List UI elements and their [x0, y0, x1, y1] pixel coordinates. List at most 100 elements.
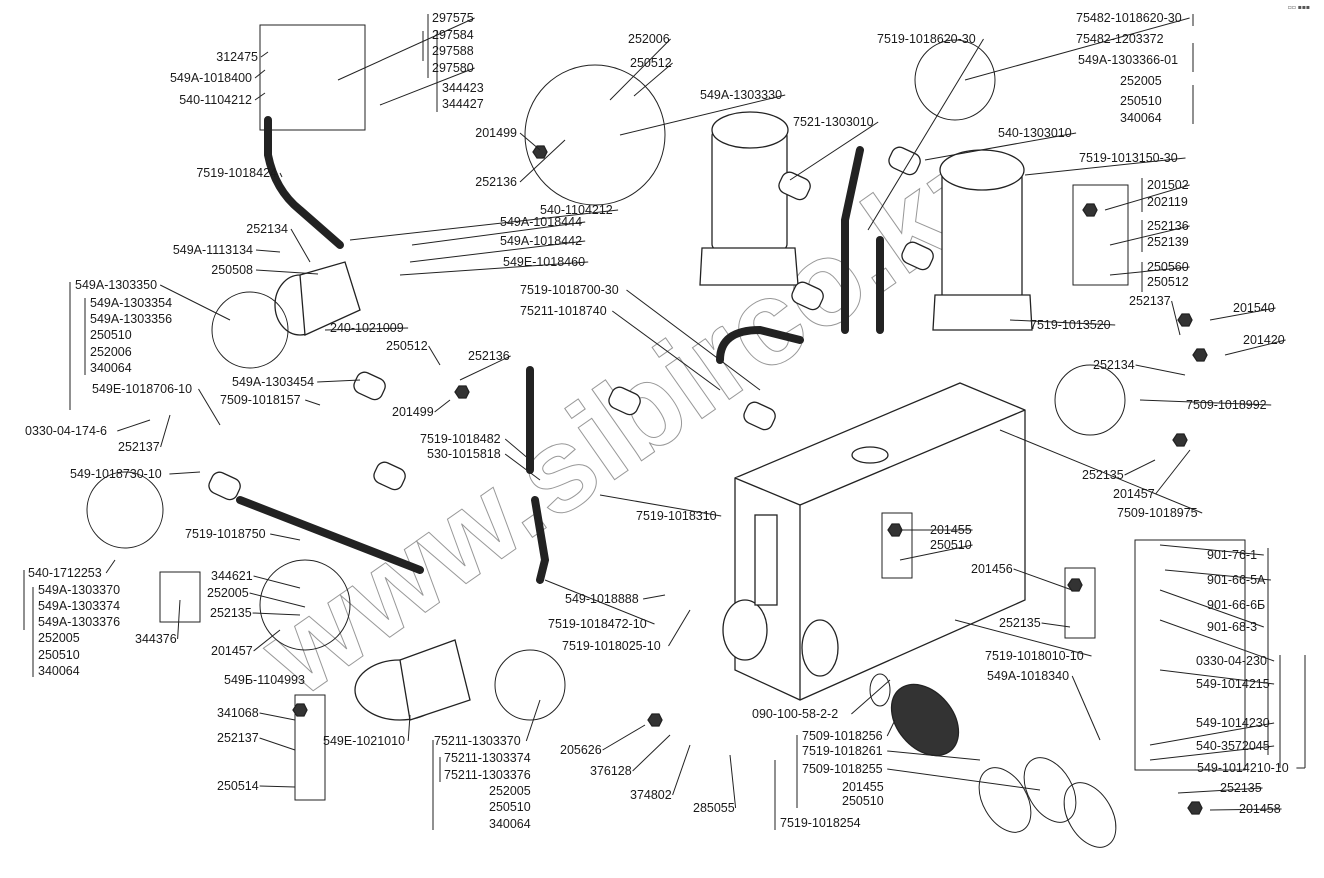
bent-pipe [716, 325, 804, 364]
part-label: 540-1104212 [179, 93, 252, 107]
leader-line [519, 132, 541, 151]
part-label: 549-1018888 [565, 592, 639, 606]
leader-line [924, 132, 1077, 161]
part-label: 312475 [216, 50, 258, 64]
part-label: 549A-1303370 [38, 583, 120, 597]
part-label: 252137 [118, 440, 160, 454]
part-labels: 312475549A-1018400540-11042127519-101842… [25, 11, 1289, 831]
leader-line [1009, 319, 1116, 326]
gasket-ring [1063, 782, 1117, 848]
part-label: 549A-1018340 [987, 669, 1069, 683]
part-label: 7509-1018992 [1186, 398, 1267, 412]
bolt-head [887, 523, 903, 537]
part-label: 549A-1303356 [90, 312, 172, 326]
part-label: 252135 [1082, 468, 1124, 482]
leader-line [379, 67, 475, 106]
long-pipe [236, 496, 424, 574]
part-label: 549E-1018460 [503, 255, 585, 269]
part-label: 549A-1303330 [700, 88, 782, 102]
part-label: 205626 [560, 743, 602, 757]
part-label: 7519-1018310 [636, 509, 717, 523]
leader-line [729, 754, 737, 809]
leader-line [1177, 787, 1263, 794]
part-label: 75482-1203372 [1076, 32, 1164, 46]
part-label: 540-1104212 [540, 203, 613, 217]
part-label: 7519-1018424 [196, 166, 277, 180]
leader-line [255, 249, 281, 253]
detail-callout-circle [211, 291, 289, 369]
parts-drawing [86, 24, 1246, 848]
part-label: 252135 [999, 616, 1041, 630]
part-label: 252006 [90, 345, 132, 359]
gasket-ring [978, 767, 1032, 833]
leader-line [160, 414, 171, 448]
motor-body [399, 639, 471, 721]
part-label: 7519-1018254 [780, 816, 861, 830]
part-label: 7519-1018620-30 [877, 32, 976, 46]
part-label: 549E-1018706-10 [92, 382, 192, 396]
outlet-pipe [841, 146, 864, 334]
leader-line [668, 609, 691, 647]
fuel-tank [734, 382, 1026, 701]
heater-cylinder-top [711, 111, 789, 149]
bolt-head [647, 713, 663, 727]
detail-callout-circle [914, 39, 996, 121]
part-label: 201502 [1147, 178, 1189, 192]
leader-line [428, 345, 441, 366]
part-label: 201455 [930, 523, 972, 537]
leader-line [964, 17, 1190, 81]
hardware-group-box [1134, 539, 1246, 771]
part-label: 549A-1018444 [500, 215, 582, 229]
leader-line [117, 419, 151, 432]
leader-line [851, 679, 891, 715]
gasket-ring [1023, 757, 1077, 823]
leader-line [619, 94, 786, 136]
part-label: 201457 [1113, 487, 1155, 501]
leader-lines [23, 14, 1306, 830]
part-label: 344427 [442, 97, 484, 111]
part-label: 250510 [930, 538, 972, 552]
filler-cap [851, 446, 889, 464]
leader-line [249, 592, 306, 608]
leader-line [270, 533, 301, 541]
leader-line [259, 712, 296, 721]
leader-line [599, 494, 722, 517]
leader-line [337, 17, 475, 81]
leader-line [459, 355, 511, 381]
hose-sleeve [791, 281, 824, 311]
detail-callout-circle [1054, 364, 1126, 436]
part-label: 7509-1018256 [802, 729, 883, 743]
leader-line [954, 619, 1092, 657]
leader-line [407, 714, 411, 742]
leader-line [1159, 544, 1264, 556]
leader-line [305, 399, 321, 406]
leader-line [399, 261, 589, 276]
part-label: 75211-1018740 [520, 304, 607, 318]
part-label: 297588 [432, 44, 474, 58]
part-label: 530-1015818 [427, 447, 501, 461]
bolt-head [1067, 578, 1083, 592]
hardware-group-box [1072, 184, 1129, 286]
part-label: 252005 [489, 784, 531, 798]
leader-line [632, 734, 671, 772]
hose-sleeve [208, 471, 241, 501]
leader-line [1159, 669, 1275, 685]
part-label: 540-1303010 [998, 126, 1072, 140]
part-label: 285055 [693, 801, 735, 815]
leader-line [279, 172, 283, 178]
tank-port [801, 619, 839, 677]
bolt-head [1192, 348, 1208, 362]
part-label: 250560 [1147, 260, 1189, 274]
leader-line [1071, 675, 1101, 741]
part-label: 252005 [38, 631, 80, 645]
bolt-head [1172, 433, 1188, 447]
leader-line [253, 575, 301, 589]
part-label: 250512 [630, 56, 672, 70]
part-label: 201455 [842, 780, 884, 794]
hose-sleeve [373, 461, 406, 491]
part-label: 252139 [1147, 235, 1189, 249]
leader-line [867, 38, 984, 231]
part-label: 340064 [489, 817, 531, 831]
part-label: 7509-1018157 [220, 393, 301, 407]
part-label: 344423 [442, 81, 484, 95]
